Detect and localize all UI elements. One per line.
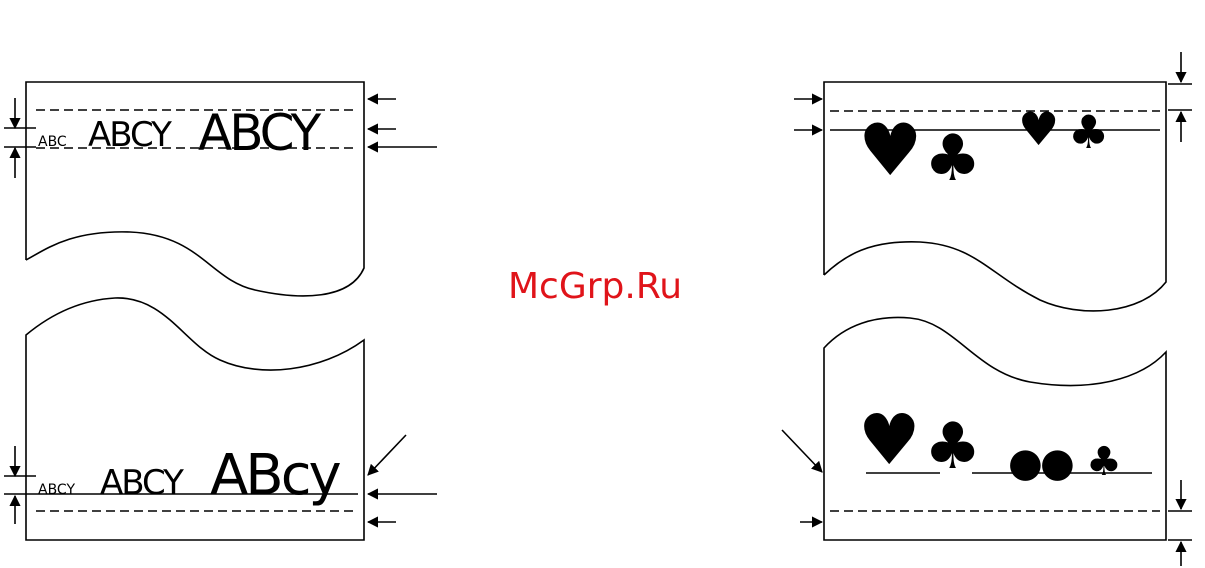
left-bottom-text-medium: ABCY — [100, 463, 184, 503]
right-top-heart-large: ♥ — [858, 108, 923, 192]
watermark: McGrp.Ru — [508, 266, 682, 307]
left-bottom-text-row: ABCY ABCY ABcy — [38, 443, 341, 508]
right-bottom-club-small: ♣ — [1086, 439, 1122, 485]
left-bottom-text-small: ABCY — [38, 482, 75, 498]
right-top-club-small: ♣ — [1068, 105, 1109, 159]
right-top-club-large: ♣ — [924, 122, 981, 196]
right-bottom-heart-large: ♥ — [858, 399, 921, 481]
left-top-text-large: ABCY — [198, 104, 322, 162]
left-top-text-row: ABC ABCY ABCY — [38, 104, 322, 162]
left-top-text-medium: ABCY — [88, 115, 172, 155]
right-sheet: ♥ ♣ ♥ ♣ ♥ ♣ ● ● ♣ — [782, 52, 1192, 566]
right-bottom-diag-arrow — [782, 430, 822, 472]
right-bottom-blob-2: ● — [1040, 440, 1075, 486]
left-bottom-text-large: ABcy — [210, 443, 341, 508]
left-bottom-diag-arrow — [368, 435, 406, 475]
left-top-text-small: ABC — [38, 134, 67, 150]
left-sheet: ABC ABCY ABCY ABCY ABCY ABcy — [4, 82, 437, 540]
right-bottom-club-large: ♣ — [924, 410, 981, 484]
right-top-heart-small: ♥ — [1018, 102, 1059, 156]
right-top-symbol-row: ♥ ♣ ♥ ♣ — [858, 102, 1109, 196]
right-bottom-blob-1: ● — [1008, 440, 1043, 486]
